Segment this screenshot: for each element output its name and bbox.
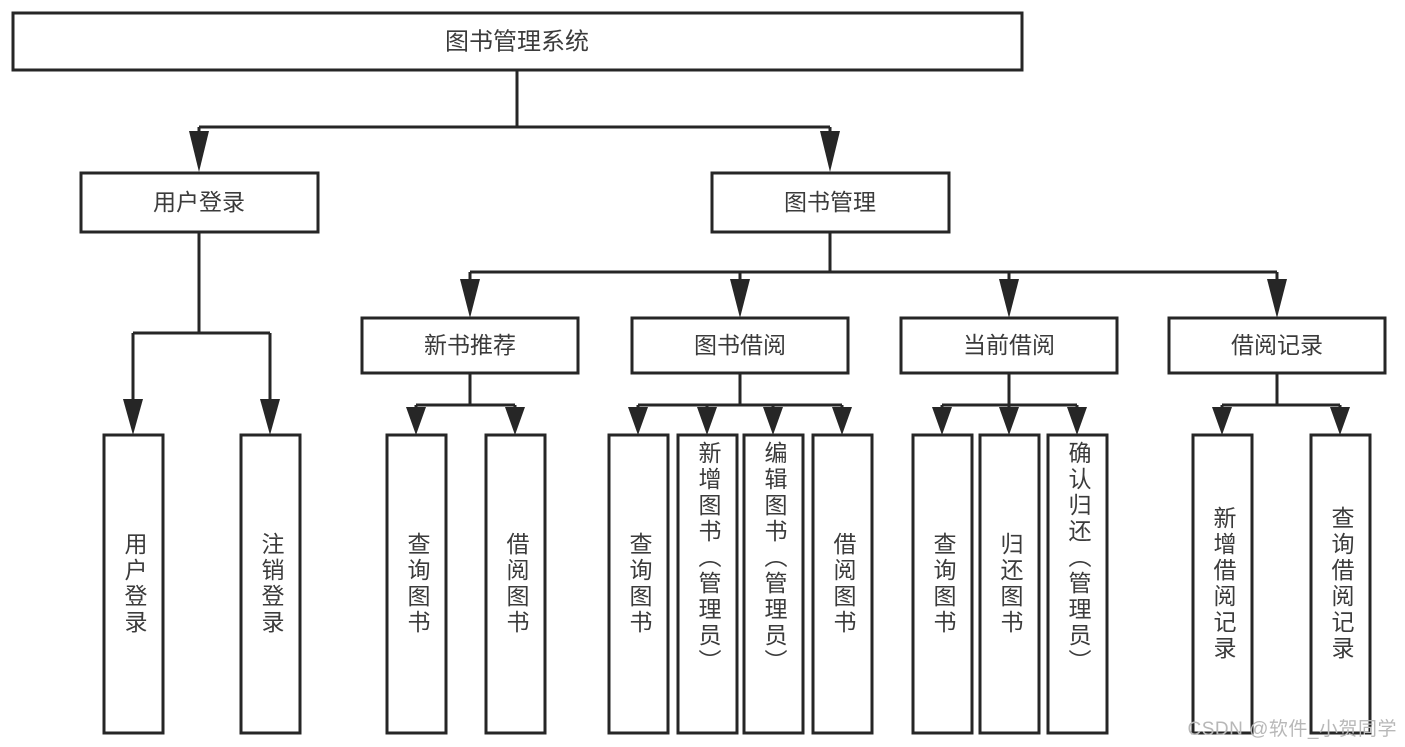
node-leaf-logout-box[interactable] xyxy=(239,433,302,735)
node-current-borrow-label: 当前借阅 xyxy=(963,332,1055,358)
node-new-book-recommend-label: 新书推荐 xyxy=(424,332,516,358)
node-leaf-query-book-3-box[interactable] xyxy=(911,433,974,735)
node-leaf-query-book-1-box[interactable] xyxy=(385,433,448,735)
arrowhead-leaf-borrow-book-2 xyxy=(832,407,852,435)
connector-user-login-to-leaves xyxy=(123,232,280,435)
node-book-manage[interactable]: 图书管理 xyxy=(710,171,951,234)
arrowhead-leaf-add-book xyxy=(697,407,717,435)
node-leaf-return-book-box[interactable] xyxy=(978,433,1041,735)
connector-new-book-to-leaves xyxy=(406,373,525,435)
node-leaf-borrow-book-1-box[interactable] xyxy=(484,433,547,735)
node-leaf-borrow-book-2-box[interactable] xyxy=(811,433,874,735)
node-new-book-recommend[interactable]: 新书推荐 xyxy=(360,316,580,375)
arrowhead-leaf-confirm-return xyxy=(1067,407,1087,435)
node-borrow-record-label: 借阅记录 xyxy=(1231,332,1323,358)
connector-book-manage-to-level3 xyxy=(460,232,1287,318)
arrowhead-leaf-add-record xyxy=(1212,407,1232,435)
arrowhead-leaf-logout xyxy=(260,399,280,435)
node-current-borrow[interactable]: 当前借阅 xyxy=(899,316,1119,375)
arrowhead-leaf-return-book xyxy=(999,407,1019,435)
node-leaf-edit-book-box[interactable] xyxy=(742,433,805,735)
arrowhead-leaf-edit-book xyxy=(763,407,783,435)
node-borrow-record-box[interactable] xyxy=(1167,316,1387,375)
arrowhead-leaf-query-book-3 xyxy=(932,407,952,435)
node-book-borrow-label: 图书借阅 xyxy=(694,332,786,358)
connector-borrow-record-to-leaves xyxy=(1212,373,1350,435)
arrowhead-current-borrow xyxy=(999,279,1019,318)
arrowhead-borrow-record xyxy=(1267,279,1287,318)
node-leaf-user-login-box[interactable] xyxy=(102,433,165,735)
arrowhead-leaf-borrow-book-1 xyxy=(505,407,525,435)
arrowhead-leaf-query-record xyxy=(1330,407,1350,435)
arrowhead-leaf-user-login xyxy=(123,399,143,435)
node-book-borrow[interactable]: 图书借阅 xyxy=(630,316,850,375)
node-borrow-record[interactable]: 借阅记录 xyxy=(1167,316,1387,375)
node-book-borrow-box[interactable] xyxy=(630,316,850,375)
node-leaf-query-book-2-box[interactable] xyxy=(607,433,670,735)
watermark-text: CSDN @软件_小贺同学 xyxy=(1187,719,1397,740)
node-user-login-box[interactable] xyxy=(79,171,320,234)
connector-current-borrow-to-leaves xyxy=(932,373,1087,435)
node-root[interactable]: 图书管理系统 xyxy=(11,11,1024,72)
node-leaf-confirm-return-box[interactable] xyxy=(1046,433,1109,735)
node-leaf-add-record-box[interactable] xyxy=(1191,433,1254,735)
arrowhead-new-book-recommend xyxy=(460,279,480,318)
arrowhead-book-borrow xyxy=(730,279,750,318)
node-book-manage-label: 图书管理 xyxy=(784,189,876,215)
arrowhead-leaf-query-book-1 xyxy=(406,407,426,435)
node-root-label: 图书管理系统 xyxy=(445,28,589,55)
node-user-login[interactable]: 用户登录 xyxy=(79,171,320,234)
arrowhead-book-manage xyxy=(820,131,840,172)
connector-book-borrow-to-leaves xyxy=(628,373,852,435)
arrowhead-user-login xyxy=(189,131,209,172)
node-book-manage-box[interactable] xyxy=(710,171,951,234)
node-user-login-label: 用户登录 xyxy=(153,189,245,215)
node-new-book-recommend-box[interactable] xyxy=(360,316,580,375)
node-leaf-query-record-box[interactable] xyxy=(1309,433,1372,735)
node-current-borrow-box[interactable] xyxy=(899,316,1119,375)
connector-root-to-level2 xyxy=(189,70,840,172)
node-root-box[interactable] xyxy=(11,11,1024,72)
node-leaf-add-book-box[interactable] xyxy=(676,433,739,735)
arrowhead-leaf-query-book-2 xyxy=(628,407,648,435)
